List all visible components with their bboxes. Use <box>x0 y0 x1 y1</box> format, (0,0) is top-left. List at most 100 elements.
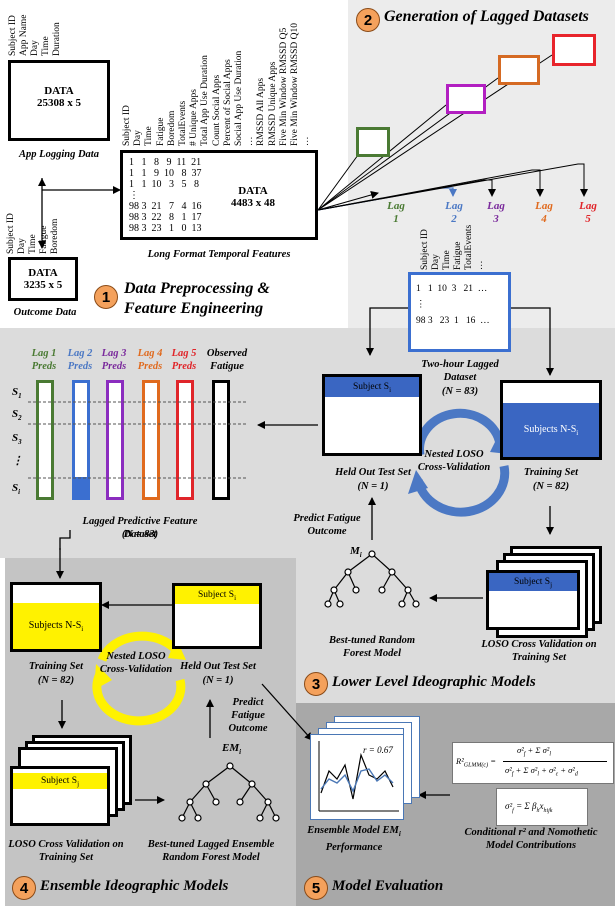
tree-icon-4 <box>178 762 280 822</box>
training-caption-4: Training Set <box>28 661 84 672</box>
long-format-col-label: Percent of Social Apps <box>222 59 233 146</box>
outcome-col-label: Day <box>17 238 27 254</box>
lagged-col-label: Time <box>442 250 452 270</box>
long-format-col-label: TotalEvents <box>178 100 188 146</box>
lag-label-num: 5 <box>585 213 591 225</box>
long-format-label: DATA 4483 x 48 <box>213 185 293 209</box>
lag-label-word: Lag <box>579 200 597 212</box>
predict-fatigue-label-3: Predict Fatigue Outcome <box>293 513 361 537</box>
lagged-col-label: … <box>475 260 485 271</box>
outcome-col-label: Boredom <box>50 218 60 254</box>
loso-header-text-4: Subject S <box>40 776 78 786</box>
lagged-col-label: Fatigue <box>453 241 463 271</box>
formula-caption: Conditional r² and Nomothetic Model Cont… <box>464 827 598 851</box>
training-sub-4: i <box>81 625 84 633</box>
long-format-row: ⋮ <box>129 190 139 201</box>
lagged-col-label: Day <box>431 254 441 270</box>
subject-row-letter: S <box>12 386 19 398</box>
training-box-4: Subjects N-Si <box>10 582 102 652</box>
lag-label-num: 3 <box>493 213 499 225</box>
held-out-n-4: (N = 1) <box>202 675 234 686</box>
nested-loso-label-3: Nested LOSO Cross-Validation <box>417 449 491 473</box>
model-caption-4: Best-tuned Lagged Ensemble Random Forest… <box>147 839 275 863</box>
loso-caption-4: LOSO Cross Validation on Training Set <box>8 839 124 863</box>
app-data-title: DATA <box>44 85 74 97</box>
step-number-2: 2 <box>356 8 380 32</box>
app-data-box: DATA 25308 x 5 <box>8 60 110 141</box>
held-out-header-4: Subject Si <box>175 586 259 604</box>
long-format-dims: 4483 x 48 <box>231 197 275 209</box>
held-out-n-3: (N = 1) <box>357 481 389 492</box>
app-data-caption: App Logging Data <box>19 149 99 160</box>
subject-row-letter: S <box>12 432 19 444</box>
lagged-dataset-box: 1 1 10 3 21 …⋮98 3 23 1 16 … <box>408 272 511 352</box>
step-number-4: 4 <box>12 876 36 900</box>
pred-header: Lag 4 Preds <box>137 348 163 372</box>
long-format-col-label: Social App Use Duration <box>234 50 244 146</box>
subject-row-sub: i <box>18 488 21 497</box>
tree-icon-3 <box>324 550 420 608</box>
lagged-col-label: Subject ID <box>420 229 430 270</box>
loso-caption-3: LOSO Cross Validation on Training Set <box>481 639 597 663</box>
nested-loso-label-4: Nested LOSO Cross-Validation <box>99 651 173 675</box>
long-format-col-label: Time <box>144 126 155 146</box>
held-out-test-box-3: Subject Si <box>322 374 422 456</box>
training-fill-4: Subjects N-Si <box>13 603 99 649</box>
panel1-title-line2: Feature Engineering <box>124 300 264 317</box>
long-format-col-label: Five Min Window RMSSD Q5 <box>278 27 289 146</box>
lagged-row: ⋮ <box>416 300 426 310</box>
outcome-data-title: DATA <box>28 267 58 279</box>
lag-box-1 <box>356 127 390 157</box>
held-out-header-sub-3: i <box>389 385 392 394</box>
subject-row-letter: ⋮ <box>12 455 23 467</box>
model-label-text-4: EM <box>222 742 240 754</box>
loso-header-4: Subject Sj <box>13 773 107 789</box>
loso-header-3: Subject Sj <box>489 573 577 591</box>
lag-label-num: 4 <box>541 213 547 225</box>
lagged-row: 1 1 10 3 21 … <box>416 284 488 294</box>
observed-line <box>320 752 394 800</box>
training-label-3: Subjects N-S <box>523 424 577 435</box>
outcome-data-box: DATA 3235 x 5 <box>8 257 78 301</box>
panel1-title-line1: Data Preprocessing & <box>124 280 270 297</box>
subject-row-letter: S <box>12 482 19 494</box>
pred-header: Lag 5 Preds <box>171 348 197 372</box>
perf-caption-text: Ensemble Model EM <box>307 825 399 836</box>
perf-caption-sub: i <box>398 830 401 839</box>
subject-row-sub: 3 <box>18 438 22 447</box>
lag-label-word: Lag <box>535 200 553 212</box>
long-format-col-label: Count Social Apps <box>211 74 222 146</box>
long-format-row: 1 1 8 9 11 21 <box>129 157 202 168</box>
long-format-col-label: Fatigue <box>155 117 166 147</box>
held-out-caption-3: Held Out Test Set <box>335 467 411 478</box>
panel5-title: Model Evaluation <box>332 878 444 894</box>
pred-col-lag2-fill <box>75 477 87 497</box>
long-format-row: 1 1 9 10 8 37 <box>129 168 202 179</box>
formula-glmm-num: σ²f + Σ σ²l <box>517 745 551 758</box>
app-data-dims: 25308 x 5 <box>37 97 81 109</box>
subject-row-sub: 1 <box>18 392 22 401</box>
loso-header-sub-4: j <box>77 779 80 788</box>
pred-col-lag4 <box>142 380 160 500</box>
pred-header: Observed Fatigue <box>206 348 248 372</box>
formula-glmm-lhs: R²GLMM(c) = <box>456 756 496 769</box>
subject-row-guides <box>28 401 248 479</box>
pred-col-lag3 <box>106 380 124 500</box>
panel2-title: Generation of Lagged Datasets <box>384 8 589 25</box>
pred-col-lag1 <box>36 380 54 500</box>
pred-col-observed <box>212 380 230 500</box>
loso-header-sub-3: j <box>550 580 553 589</box>
lagged-dataset-caption: Two-hour Lagged Dataset <box>421 359 499 383</box>
long-format-row: 98 3 22 8 1 17 <box>129 212 202 223</box>
held-out-caption-4: Held Out Test Set <box>180 661 256 672</box>
lagged-pred-n: (N = 83) <box>121 529 159 540</box>
formula-fixed-box: σ²f = Σ βhxhijk <box>496 788 588 826</box>
training-box-3: Subjects N-Si <box>500 380 602 460</box>
app-col-label: Day <box>30 40 40 56</box>
subject-row-label: S3 <box>12 432 22 446</box>
